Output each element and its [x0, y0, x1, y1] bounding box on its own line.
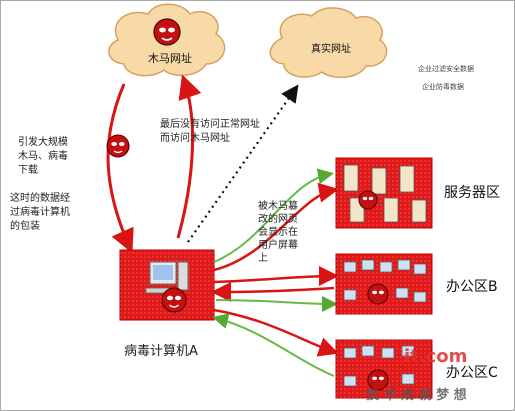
packaging-note-line: 的包装	[10, 221, 40, 232]
packaging-note: 这时的数据经 过病毒计算机 的包装	[10, 192, 70, 234]
skull-icon	[367, 369, 389, 391]
office-b-label: 办公区B	[446, 279, 498, 295]
redirect-note: 最后没有访问正常网址 而访问木马网址	[160, 118, 260, 146]
tampered-note-line: 改的网页	[258, 214, 298, 225]
tampered-page-note: 被木马篡 改的网页 会显示在 用户屏幕 上	[258, 200, 298, 265]
intended-access-arrow	[187, 84, 299, 243]
visit-trojan-arrow	[176, 74, 202, 239]
skull-icon	[358, 190, 378, 210]
tampered-note-line: 上	[258, 253, 268, 264]
enterprise-filter-note: 企业过滤安全数据	[418, 65, 474, 73]
packaging-note-line: 这时的数据经	[10, 193, 70, 204]
watermark-slogan: 技 术 成 就 梦 想	[366, 388, 467, 403]
office-b-zone	[335, 253, 433, 315]
skull-icon	[106, 134, 130, 158]
tampered-note-line: 会显示在	[258, 227, 298, 238]
tampered-note-line: 被木马篡	[258, 201, 298, 212]
trojan-site-label: 木马网址	[148, 52, 192, 65]
download-arrow	[106, 83, 134, 254]
skull-icon	[153, 18, 181, 46]
watermark-site: it.com	[404, 346, 468, 367]
server-zone-label: 服务器区	[444, 185, 500, 201]
skull-icon	[367, 283, 389, 305]
office-c-connections	[212, 308, 339, 377]
infected-pc-label: 病毒计算机A	[124, 344, 198, 359]
infected-computer-box	[119, 249, 215, 321]
server-connections	[213, 168, 339, 272]
download-note-line: 下载	[18, 165, 38, 176]
packaging-note-line: 过病毒计算机	[10, 207, 70, 218]
real-site-label: 真实网址	[311, 44, 351, 55]
office-c-label: 办公区C	[446, 365, 498, 381]
download-note: 引发大规模 木马、病毒 下载	[18, 136, 68, 178]
enterprise-antivirus-note: 企业防毒数据	[422, 83, 464, 91]
office-b-connections	[211, 266, 339, 312]
server-zone	[335, 157, 433, 229]
tampered-note-line: 用户屏幕	[258, 240, 298, 251]
skull-icon	[161, 287, 187, 313]
download-note-line: 木马、病毒	[18, 151, 68, 162]
redirect-note-line: 而访问木马网址	[160, 133, 230, 144]
redirect-note-line: 最后没有访问正常网址	[160, 119, 260, 130]
download-note-line: 引发大规模	[18, 137, 68, 148]
real-site-cloud	[269, 7, 388, 79]
